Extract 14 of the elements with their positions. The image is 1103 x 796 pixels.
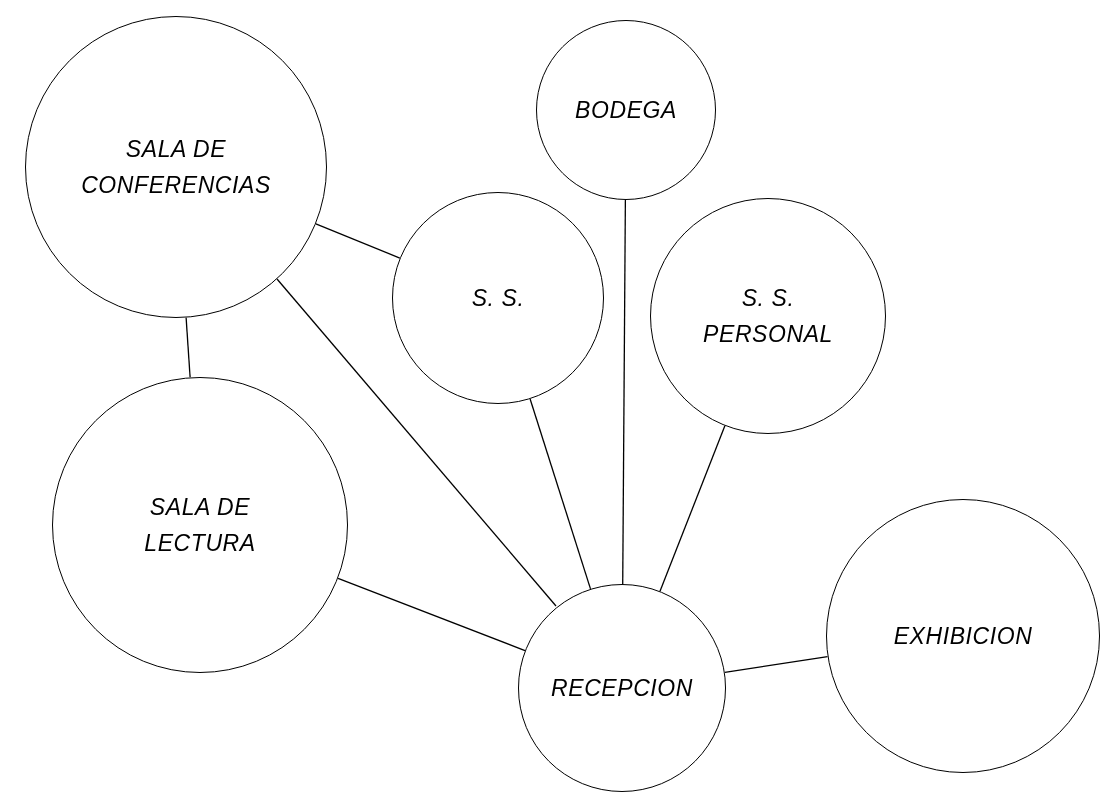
room-label: S. S. [471, 284, 525, 313]
room-label: SALA DE LECTURA [143, 493, 257, 558]
connector-line [659, 425, 726, 592]
connector-line [529, 398, 592, 590]
connector-line [315, 223, 401, 259]
room-label: SALA DE CONFERENCIAS [80, 135, 272, 200]
room-label: RECEPCION [551, 674, 693, 703]
connector-line [185, 317, 191, 378]
room-label: S. S. PERSONAL [702, 284, 834, 349]
connector-line [337, 577, 526, 652]
connector-line [276, 278, 557, 607]
room-label: BODEGA [575, 96, 677, 125]
room-label: EXHIBICION [893, 622, 1033, 651]
connector-line [622, 199, 627, 585]
